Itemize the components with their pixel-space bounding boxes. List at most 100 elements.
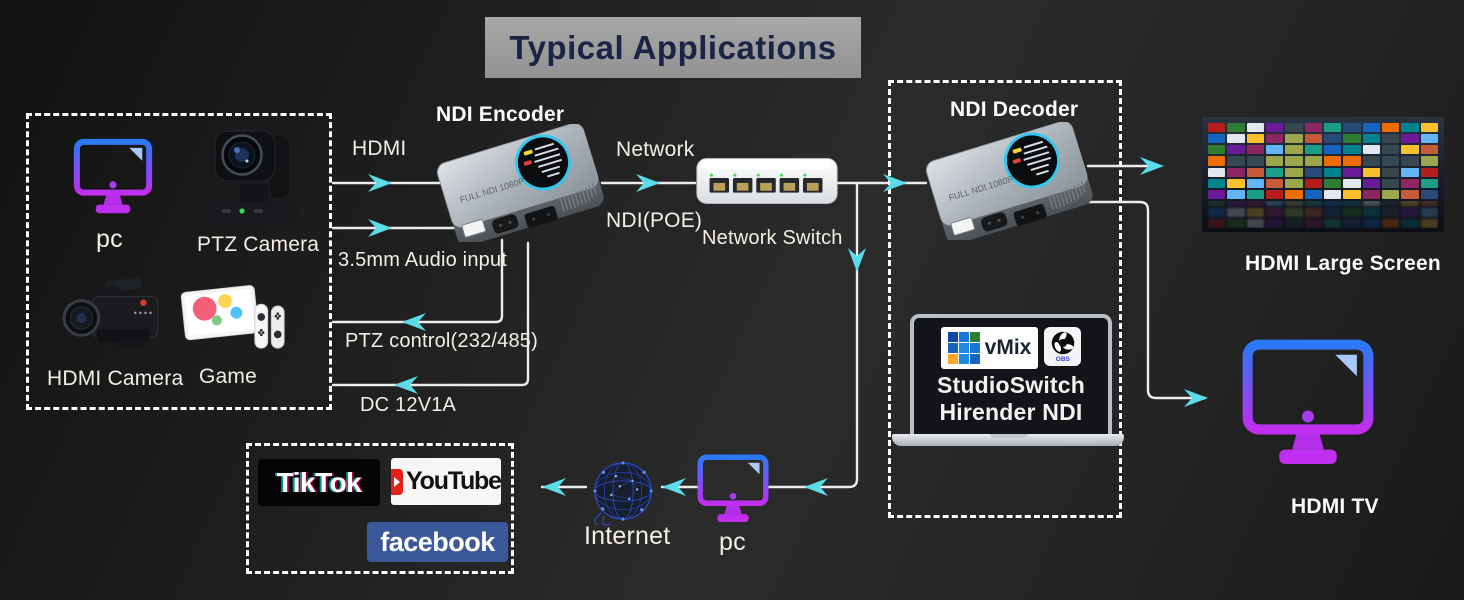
wall-tile xyxy=(1227,189,1245,199)
laptop-screen: vMix OBS StudioSwitch Hirender NDI xyxy=(910,314,1112,436)
network-switch-device xyxy=(694,148,840,212)
wall-tile xyxy=(1304,178,1322,188)
wall-tile xyxy=(1227,178,1245,188)
wall-tile xyxy=(1266,123,1284,133)
youtube-logo-text: YouTube xyxy=(406,467,501,495)
game-label: Game xyxy=(199,365,257,388)
wall-tile xyxy=(1208,167,1226,177)
wall-tile xyxy=(1304,189,1322,199)
wall-tile xyxy=(1246,123,1264,133)
wall-tile xyxy=(1304,201,1322,206)
game-console-image xyxy=(176,276,286,358)
wall-tile xyxy=(1208,156,1226,166)
wall-tile xyxy=(1324,178,1342,188)
vmix-grid-square xyxy=(947,343,958,353)
wall-tile xyxy=(1285,134,1303,144)
arrow-ptz-control xyxy=(402,313,426,331)
wall-tile xyxy=(1285,145,1303,155)
wall-tile xyxy=(1362,178,1380,188)
wall-tile xyxy=(1420,218,1438,228)
wall-tile xyxy=(1266,207,1284,217)
wall-tile xyxy=(1382,207,1400,217)
vmix-grid-square xyxy=(969,343,980,353)
wall-tile xyxy=(1208,201,1226,206)
wall-tile xyxy=(1343,156,1361,166)
wall-tile xyxy=(1304,167,1322,177)
vmix-grid-square xyxy=(969,332,980,342)
facebook-logo-text: facebook xyxy=(380,526,495,557)
video-wall-image xyxy=(1202,117,1444,232)
wall-tile xyxy=(1420,123,1438,133)
wall-tile xyxy=(1285,207,1303,217)
software-line-1: StudioSwitch xyxy=(936,372,1086,398)
large-screen-label: HDMI Large Screen xyxy=(1245,252,1441,275)
youtube-play-icon xyxy=(391,468,403,495)
wall-tile xyxy=(1208,123,1226,133)
wall-tile xyxy=(1420,178,1438,188)
wall-tile xyxy=(1304,123,1322,133)
arrow-down-branch xyxy=(848,248,866,272)
ptz-control-label: PTZ control(232/485) xyxy=(345,330,538,352)
arrow-into-pc xyxy=(804,478,828,496)
wall-tile xyxy=(1227,145,1245,155)
hdmi-camera-label: HDMI Camera xyxy=(47,367,184,390)
wall-tile xyxy=(1343,167,1361,177)
wall-tile xyxy=(1343,207,1361,217)
wall-tile xyxy=(1285,189,1303,199)
wall-tile xyxy=(1362,123,1380,133)
arrow-into-platforms xyxy=(542,478,566,496)
ptz-camera-label: PTZ Camera xyxy=(197,233,320,256)
wall-tile xyxy=(1246,218,1264,228)
pc-monitor-icon xyxy=(70,136,156,220)
wall-tile xyxy=(1208,189,1226,199)
wall-tile xyxy=(1304,156,1322,166)
dc-power-label: DC 12V1A xyxy=(360,394,457,416)
wall-tile xyxy=(1227,134,1245,144)
wall-tile xyxy=(1246,178,1264,188)
wall-tile xyxy=(1401,218,1419,228)
vmix-grid-square xyxy=(947,332,958,342)
wall-tile xyxy=(1227,167,1245,177)
arrow-network xyxy=(636,174,660,192)
wall-tile xyxy=(1227,201,1245,206)
wall-tile xyxy=(1401,189,1419,199)
wall-tile xyxy=(1362,189,1380,199)
wall-tile xyxy=(1324,201,1342,206)
wall-tile xyxy=(1266,167,1284,177)
wall-tile xyxy=(1343,189,1361,199)
vmix-grid-icon xyxy=(947,332,980,364)
wall-tile xyxy=(1246,189,1264,199)
network-switch-label: Network Switch xyxy=(702,227,843,249)
wall-tile xyxy=(1246,167,1264,177)
wall-tile xyxy=(1362,156,1380,166)
wall-tile xyxy=(1401,156,1419,166)
wall-tile xyxy=(1343,145,1361,155)
wall-tile xyxy=(1208,207,1226,217)
wall-tile xyxy=(1343,123,1361,133)
internet-globe-icon xyxy=(584,452,662,530)
wall-tile xyxy=(1246,145,1264,155)
wall-tile xyxy=(1324,207,1342,217)
wall-tile xyxy=(1304,134,1322,144)
wall-tile xyxy=(1324,189,1342,199)
audio-link-label: 3.5mm Audio input xyxy=(338,249,508,271)
wall-tile xyxy=(1382,218,1400,228)
vmix-grid-square xyxy=(958,354,969,364)
hdmi-camera-image xyxy=(56,272,178,366)
wall-tile xyxy=(1343,201,1361,206)
wall-tile xyxy=(1324,134,1342,144)
wall-tile xyxy=(1266,218,1284,228)
arrow-audio xyxy=(368,219,392,237)
hdmi-link-label: HDMI xyxy=(352,137,407,160)
vmix-logo-text: vMix xyxy=(984,336,1032,359)
wall-tile xyxy=(1304,218,1322,228)
wall-tile xyxy=(1401,178,1419,188)
wall-tile xyxy=(1382,123,1400,133)
obs-circle-icon xyxy=(1050,330,1076,356)
tiktok-logo-text: TikTok xyxy=(276,466,362,498)
wall-tile xyxy=(1227,123,1245,133)
ndi-decoder-device xyxy=(923,122,1095,240)
wall-tile xyxy=(1246,134,1264,144)
wall-tile xyxy=(1246,201,1264,206)
